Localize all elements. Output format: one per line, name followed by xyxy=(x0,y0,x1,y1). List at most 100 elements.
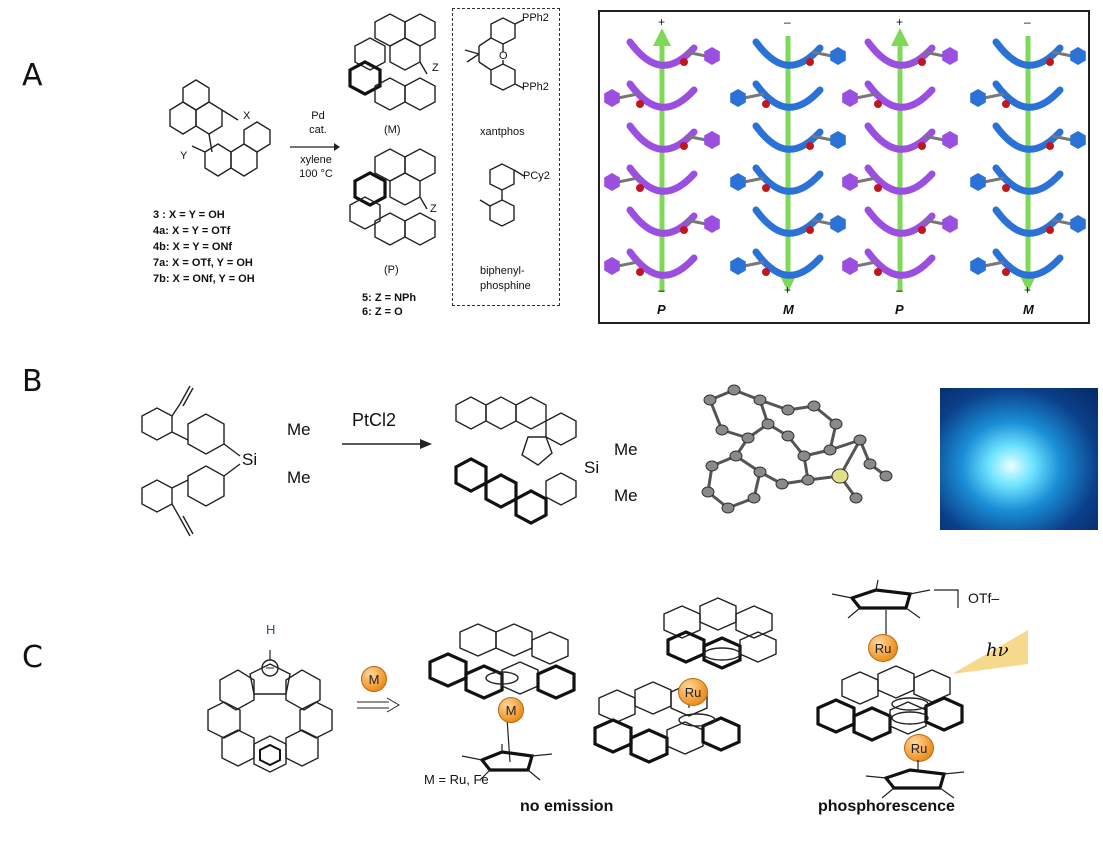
aryl-hexagon xyxy=(842,257,858,275)
ortep-carbon-atom xyxy=(741,432,755,444)
helix-ribbon-turn xyxy=(752,38,824,69)
fluorescence-photo xyxy=(940,388,1098,530)
helix-handedness-label: M xyxy=(783,302,795,317)
oxygen-atom xyxy=(918,142,926,150)
helix-ribbon-turn xyxy=(992,80,1064,111)
xantphos-structure xyxy=(464,17,524,91)
aryl-hexagon xyxy=(604,89,620,107)
side-chain-bond xyxy=(617,176,639,184)
hv-light-wedge xyxy=(952,630,1028,674)
oxygen-atom xyxy=(874,100,882,108)
ortep-carbon-atom xyxy=(753,394,767,406)
oxygen-atom xyxy=(636,184,644,192)
oxygen-atom xyxy=(636,268,644,276)
cp-star-top-structure xyxy=(831,579,931,642)
helix-ribbon-turn xyxy=(864,80,936,111)
metal-identity-note: M = Ru, Fe xyxy=(424,772,489,787)
ortep-carbon-atom xyxy=(727,384,741,396)
metal-m-label: M xyxy=(368,671,380,687)
helix-packing-image: +–P–+M+–P–+M xyxy=(598,10,1090,324)
oxygen-atom xyxy=(636,100,644,108)
side-chain-bond xyxy=(983,260,1005,268)
ortep-carbon-atom xyxy=(721,502,735,514)
aryl-hexagon xyxy=(830,131,846,149)
side-chain-bond xyxy=(811,218,833,226)
helix-ribbon-turn xyxy=(864,248,936,279)
ortep-carbon-atom xyxy=(703,394,717,406)
ortep-carbon-atom xyxy=(807,400,821,412)
side-chain-bond xyxy=(743,92,765,100)
side-chain-bond xyxy=(1051,134,1073,142)
bracket-mark xyxy=(934,589,959,608)
reaction-arrow-b xyxy=(342,439,432,449)
aryl-hexagon xyxy=(704,215,720,233)
oxygen-atom xyxy=(1002,100,1010,108)
ortep-carbon-atom xyxy=(705,460,719,472)
arrow-condition-pd: Pd xyxy=(311,110,325,122)
ortep-carbon-atom xyxy=(781,404,795,416)
helix-ribbon-turn xyxy=(864,206,936,237)
phosphorescence-caption: phosphorescence xyxy=(818,798,955,815)
helix-ribbon-turn xyxy=(752,80,824,111)
helix-top-sign: – xyxy=(1024,15,1031,29)
bis-ru-helicene-structure xyxy=(816,665,964,742)
helix-bottom-sign: + xyxy=(1024,283,1031,297)
helix-ribbon-turn xyxy=(992,206,1064,237)
ortep-carbon-atom xyxy=(863,458,877,470)
helix-ribbon-turn xyxy=(752,164,824,195)
helix-ribbon-turn xyxy=(626,206,698,237)
aryl-hexagon xyxy=(1070,215,1086,233)
aryl-hexagon xyxy=(970,173,986,191)
oxygen-atom xyxy=(680,58,688,66)
compound-4a-entry: 4a: X = Y = OTf xyxy=(153,225,231,237)
aryl-hexagon xyxy=(942,131,958,149)
dipole-arrow-head xyxy=(653,28,671,46)
biphenylphosphine-structure xyxy=(479,163,525,227)
ortep-silicon-atom xyxy=(831,468,849,484)
compound-7b-entry: 7b: X = ONf, Y = OH xyxy=(153,273,255,285)
helicene-p-z-label: Z xyxy=(430,203,437,215)
crystal-structure-ortep xyxy=(701,384,893,514)
ortep-carbon-atom xyxy=(879,470,893,482)
xantphos-name: xantphos xyxy=(480,126,525,138)
side-chain-bond xyxy=(983,92,1005,100)
no-emission-caption: no emission xyxy=(520,798,614,815)
ortep-carbon-atom xyxy=(775,478,789,490)
compound-3-entry: 3 : X = Y = OH xyxy=(153,209,225,221)
silole-reactant-structure xyxy=(141,385,241,537)
helicene-p-structure xyxy=(349,148,436,246)
ortep-carbon-atom xyxy=(823,444,837,456)
aryl-hexagon xyxy=(730,257,746,275)
xantphos-pph2-top-label: PPh2 xyxy=(522,12,549,24)
side-chain-bond xyxy=(855,176,877,184)
product-me-top-label: Me xyxy=(614,440,638,459)
aryl-hexagon xyxy=(830,47,846,65)
helix-bottom-sign: + xyxy=(784,283,791,297)
helix-ribbon-turn xyxy=(626,80,698,111)
arrow-condition-xylene: xylene xyxy=(300,154,332,166)
metal-m-label-complex: M xyxy=(505,702,517,718)
aryl-hexagon xyxy=(604,173,620,191)
helicene-m-z-label: Z xyxy=(432,62,439,74)
side-chain-bond xyxy=(811,134,833,142)
side-chain-bond xyxy=(743,260,765,268)
aryl-hexagon xyxy=(830,215,846,233)
oxygen-atom xyxy=(918,58,926,66)
ortep-carbon-atom xyxy=(715,424,729,436)
helix-ribbon-turn xyxy=(864,122,936,153)
oxygen-atom xyxy=(918,226,926,234)
oxygen-atom xyxy=(806,142,814,150)
side-chain-bond xyxy=(685,218,707,226)
side-chain-bond xyxy=(1051,50,1073,58)
oxygen-atom xyxy=(680,226,688,234)
helix-ribbon-turn xyxy=(626,38,698,69)
substituent-y-label: Y xyxy=(180,150,188,162)
arrow-condition-temperature: 100 °C xyxy=(299,168,333,180)
silole-helicene-product-structure xyxy=(454,396,577,525)
aryl-hexagon xyxy=(970,89,986,107)
biphenylphosphine-pcy2-label: PCy2 xyxy=(523,170,550,182)
oxygen-atom xyxy=(806,226,814,234)
helix-ribbon-turn xyxy=(752,206,824,237)
side-chain-bond xyxy=(855,92,877,100)
oxygen-atom xyxy=(806,58,814,66)
